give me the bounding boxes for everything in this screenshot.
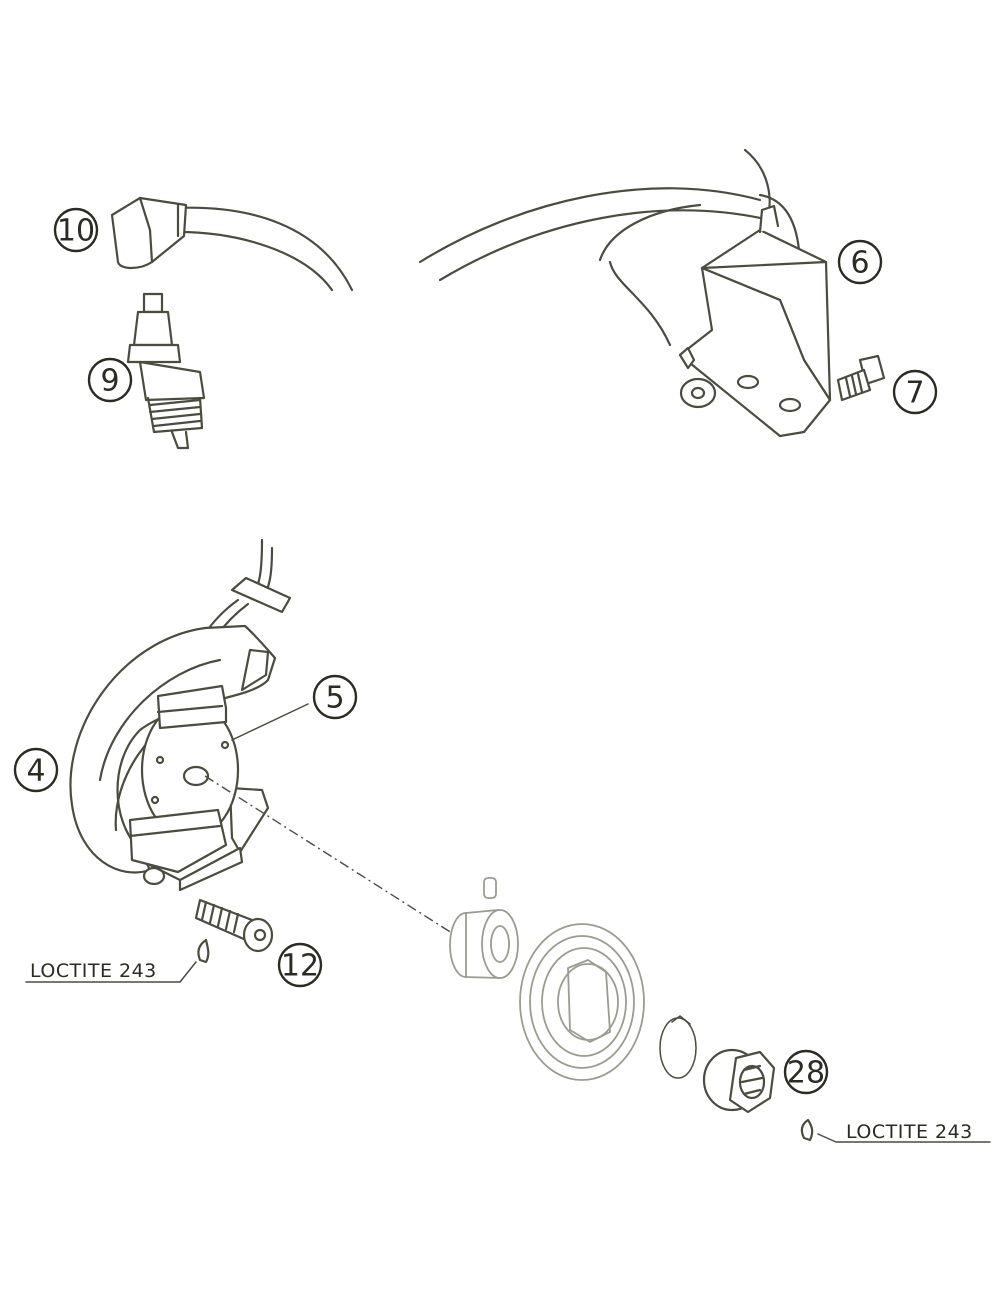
callout-7-label: 7: [905, 376, 924, 411]
loctite-note-left: LOCTITE 243: [30, 960, 157, 982]
ignition-coil: [418, 148, 832, 438]
stator-coils: [128, 684, 240, 874]
assembly-axis-line: [204, 775, 456, 936]
flywheel-nut: [702, 1048, 814, 1142]
callout-6-label: 6: [850, 246, 869, 281]
callout-12: 12: [277, 942, 323, 988]
callout-7: 7: [892, 369, 938, 415]
rotor-hub: [449, 909, 519, 979]
callout-9: 9: [87, 357, 133, 403]
spark-plug: [126, 292, 206, 450]
flywheel-rotor: [519, 923, 645, 1081]
circlip: [659, 1015, 697, 1079]
leader-lines: [25, 703, 991, 1143]
spark-plug-cap: [110, 196, 354, 292]
callout-28-label: 28: [787, 1056, 825, 1091]
callout-9-label: 9: [100, 364, 119, 399]
callout-4: 4: [13, 747, 59, 793]
callout-6: 6: [837, 239, 883, 285]
callout-12-label: 12: [281, 949, 319, 984]
callout-5: 5: [312, 674, 358, 720]
stator-screw: [194, 898, 274, 964]
callout-28: 28: [783, 1049, 829, 1095]
loctite-note-right: LOCTITE 243: [846, 1121, 973, 1143]
callout-4-label: 4: [26, 754, 45, 789]
callout-10: 10: [53, 207, 99, 253]
coil-screw: [836, 354, 886, 402]
callout-10-label: 10: [57, 214, 95, 249]
callout-5-label: 5: [325, 681, 344, 716]
woodruff-key: [483, 877, 497, 899]
